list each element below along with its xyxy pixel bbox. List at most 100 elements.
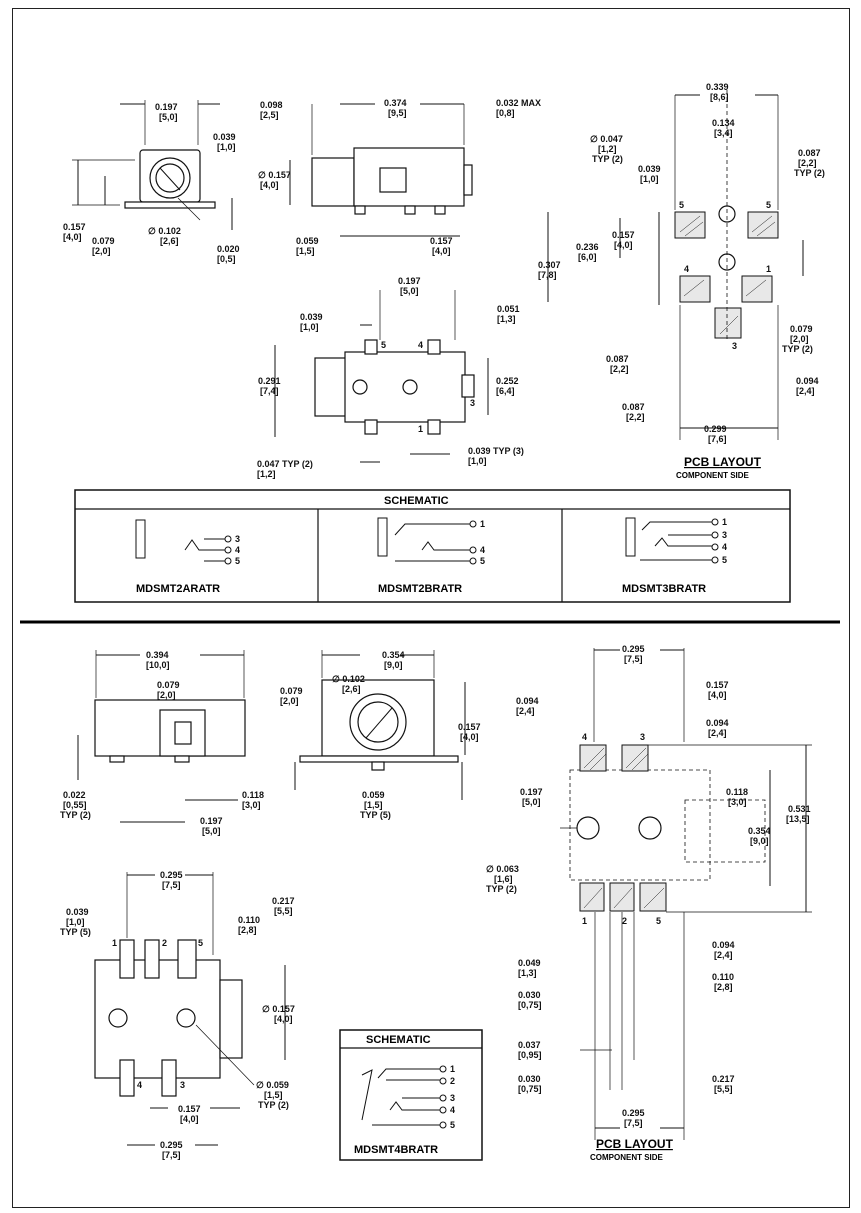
dim-text: 0.252[6,4]: [496, 376, 519, 396]
dim-text: 0.094[2,4]: [516, 696, 539, 716]
dim-text: ∅ 0.059[1,5]TYP (2): [256, 1080, 289, 1110]
part-number-b: MDSMT2BRATR: [378, 583, 462, 595]
schematic-title-b: SCHEMATIC: [366, 1034, 431, 1046]
svg-text:4: 4: [235, 545, 240, 555]
side-pin: [354, 205, 366, 215]
dim-text: 0.059[1,5]: [296, 236, 319, 256]
svg-text:4: 4: [480, 545, 485, 555]
mount-flange: [124, 201, 216, 209]
dim-text: 0.094[2,4]: [796, 376, 819, 396]
svg-text:5: 5: [450, 1120, 455, 1130]
dim-text: 0.157[4,0]: [706, 680, 729, 700]
dim-text: 0.118[3,0]: [242, 790, 264, 810]
dim-text: 0.079[2,0]: [92, 236, 115, 256]
top-pin-5-b: [177, 939, 197, 979]
side-pin: [404, 205, 416, 215]
dim-text: 0.339[8,6]: [706, 82, 729, 102]
dim-text: ∅ 0.047[1,2]TYP (2): [590, 134, 623, 164]
mount-peg-b: [108, 1008, 128, 1028]
pin-label: 4: [418, 340, 423, 350]
dim-text: 0.087[2,2]: [606, 354, 629, 374]
svg-text:4: 4: [722, 542, 727, 552]
schematic-symbol-a: 3 4 5: [135, 519, 240, 566]
bottom-top-view: 1 2 5 4 3: [94, 872, 286, 1146]
dim-text: 0.039[1,0]: [213, 132, 236, 152]
jack-window: [379, 167, 407, 193]
top-pcb-layout: 5 5 4 1 3 PCB LAYOUT COMPONENT SIDE: [547, 90, 804, 480]
pcb-outline-nose: [684, 799, 766, 863]
pcb-pad-3: [714, 307, 742, 339]
dim-text: 0.039 TYP (3)[1,0]: [468, 446, 524, 466]
jack-body-side: [353, 147, 465, 207]
mount-peg: [352, 379, 368, 395]
part-number-d: MDSMT4BRATR: [354, 1144, 438, 1156]
jack-nose-top-b: [219, 979, 243, 1059]
dim-text: 0.197[5,0]: [155, 102, 178, 122]
pin-label: 4: [137, 1080, 142, 1090]
front-pin-b: [371, 761, 385, 771]
top-pin-3-b: [161, 1059, 177, 1097]
dim-text: 0.094[2,4]: [712, 940, 735, 960]
pcb-pad-5a: [674, 211, 706, 239]
mount-peg: [402, 379, 418, 395]
dim-text: 0.217[5,5]: [712, 1074, 735, 1094]
pcb-pad-2-b: [609, 882, 635, 912]
bottom-pcb-dims: 0.295[7,5] 0.157[4,0] 0.094[2,4] 0.094[2…: [486, 644, 811, 1128]
top-pin-1-b: [119, 939, 135, 979]
dim-text: 0.157[4,0]: [430, 236, 453, 256]
dim-text: 0.047 TYP (2)[1,2]: [257, 459, 313, 479]
dim-text: 0.110[2,8]: [712, 972, 734, 992]
pin-label: 5: [656, 916, 661, 926]
top-pin-5b: [364, 419, 378, 435]
pin-label: 4: [684, 264, 689, 274]
top-top-dims: 0.197[5,0] 0.039[1,0] 0.051[1,3] 0.291[7…: [257, 276, 524, 479]
dim-text: ∅ 0.063[1,6]TYP (2): [486, 864, 519, 894]
pcb-hole-b: [576, 816, 600, 840]
dim-text: 0.295[7,5]: [160, 870, 183, 890]
dim-text: 0.039[1,0]: [300, 312, 323, 332]
bottom-pcb-layout: 4 3 1 2 5 PCB LAYOUT COMPONENT SIDE: [560, 648, 812, 1162]
dim-text: 0.295[7,5]: [622, 644, 645, 664]
svg-text:5: 5: [480, 556, 485, 566]
top-pin-5: [364, 339, 378, 355]
pcb-pad-5b: [747, 211, 779, 239]
dim-text: 0.531[13,5]: [786, 804, 811, 824]
pin-label: 3: [732, 341, 737, 351]
dim-text: 0.354[9,0]: [382, 650, 405, 670]
dim-text: 0.079[2,0]TYP (2): [782, 324, 813, 354]
top-pcb-dims: 0.339[8,6] 0.134[3,4] ∅ 0.047[1,2]TYP (2…: [538, 82, 825, 444]
jack-pin-line: [159, 167, 181, 191]
pcb-layout-subtitle-b: COMPONENT SIDE: [590, 1153, 664, 1162]
side-pin-b: [109, 755, 125, 763]
top-pin-2-b: [144, 939, 160, 979]
top-schematic-table: SCHEMATIC 3 4 5 1 4 5 1 3 4 5 MDSMT2ARAT…: [74, 489, 791, 603]
dim-text: 0.118[3,0]: [726, 787, 748, 807]
pin-label: 4: [582, 732, 587, 742]
dim-text: 0.037[0,95]: [518, 1040, 542, 1060]
top-top-view: 5 4 3 1: [274, 290, 489, 463]
pcb-pad-1-b: [579, 882, 605, 912]
dim-text: 0.110[2,8]: [238, 915, 260, 935]
pin-label: 3: [470, 398, 475, 408]
svg-text:1: 1: [450, 1064, 455, 1074]
pcb-layout-subtitle: COMPONENT SIDE: [676, 471, 750, 480]
jack-nose: [311, 157, 355, 207]
bottom-top-dims: 0.295[7,5] 0.217[5,5] 0.039[1,0]TYP (5) …: [60, 870, 295, 1160]
dim-text: ∅ 0.102[2,6]: [332, 674, 365, 694]
jack-tab: [463, 164, 473, 196]
pcb-pad-5-b: [639, 882, 667, 912]
pin-label: 3: [640, 732, 645, 742]
svg-text:3: 3: [235, 534, 240, 544]
dim-text: 0.157[4,0]: [458, 722, 481, 742]
svg-text:1: 1: [722, 517, 727, 527]
dim-text: 0.059[1,5]TYP (5): [360, 790, 391, 820]
schematic-symbol-b: 1 4 5: [377, 517, 485, 566]
pin-label: 2: [622, 916, 627, 926]
jack-inner-b: [174, 721, 192, 745]
pin-label: 5: [381, 340, 386, 350]
pcb-layout-title-b: PCB LAYOUT: [596, 1137, 674, 1151]
side-pin: [434, 205, 446, 215]
bottom-side-view: [77, 650, 246, 823]
svg-text:5: 5: [722, 555, 727, 565]
jack-pin-line-b: [365, 707, 393, 739]
